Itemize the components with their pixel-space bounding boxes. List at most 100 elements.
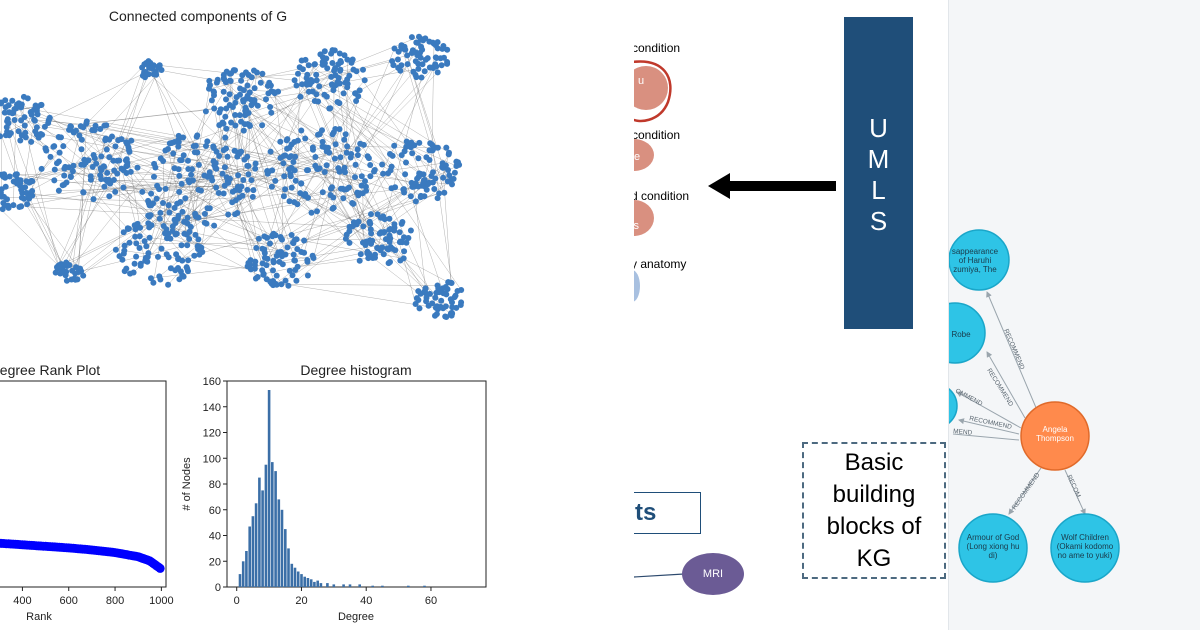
condition-node-3-text: ss — [634, 220, 640, 232]
condition-node-2-text: e — [634, 151, 640, 163]
condition-node-3 — [634, 200, 654, 236]
histogram-x-tick-label: 40 — [360, 595, 372, 607]
histogram-bar — [280, 509, 284, 588]
rank-plot-x-label: Rank — [26, 611, 52, 623]
umls-shapes-svg: u e ss — [634, 60, 836, 578]
rank-plot-x-tick-label: 800 — [106, 595, 124, 607]
histogram-bar — [407, 585, 410, 587]
histogram-x-ticks: 0 20 40 60 — [234, 587, 437, 607]
kg-building-blocks-text: Basic building blocks of KG — [826, 448, 922, 572]
histogram-bar — [271, 462, 274, 587]
histogram-bar — [342, 584, 345, 587]
network-graph — [0, 33, 465, 320]
edge-label-5: MEND — [953, 428, 973, 437]
histogram-bar — [274, 471, 277, 587]
histogram-y-tick-label: 20 — [209, 556, 221, 568]
umls-kg-panel: u e ss condition condition d condition y… — [634, 0, 948, 630]
histogram-bar — [287, 548, 290, 587]
edge-label-4: RECOMMEND — [969, 415, 1013, 431]
histogram-bar — [306, 578, 310, 587]
edge-label-1: RECOMMEND — [1002, 328, 1025, 371]
rank-plot-x-tick-label: 400 — [13, 595, 31, 607]
histogram-bar — [277, 499, 281, 587]
red-circle-annotation — [634, 60, 672, 123]
histogram-bar — [238, 574, 242, 587]
histogram-bar — [254, 503, 258, 587]
histogram-bar — [251, 516, 255, 587]
person-node-angela-thompson — [1020, 401, 1090, 471]
edge-to-robe-node — [986, 351, 1026, 419]
rank-plot-x-ticks: 400 600 800 1000 — [13, 587, 174, 607]
histogram-x-tick-label: 60 — [425, 595, 437, 607]
histogram-x-label: Degree — [338, 611, 374, 623]
histogram-y-tick-label: 0 — [215, 582, 221, 594]
edge-label-6: RECOMMEND — [1011, 471, 1042, 511]
histogram-bar — [258, 477, 261, 587]
histogram-bar — [296, 571, 300, 587]
rank-plot-frame — [0, 380, 167, 588]
histogram-y-tick-label: 100 — [203, 453, 221, 465]
edge-to-left-node-2 — [958, 418, 1020, 435]
histogram-bar — [300, 574, 303, 587]
condition-node-1-text: u — [638, 75, 644, 87]
movie-node-robe-label: Robe — [951, 330, 971, 339]
histogram-bar — [267, 390, 271, 587]
edge-to-armour-node — [1008, 467, 1042, 515]
umls-letter-s: S — [869, 206, 888, 236]
movie-node-robe — [949, 302, 986, 364]
edge-to-wolf-node — [1064, 469, 1086, 515]
histogram-bar — [358, 584, 361, 587]
histogram-y-tick-label: 40 — [209, 531, 221, 543]
sts-box: ts — [634, 492, 701, 534]
edge-label-7: RECOM... — [1065, 474, 1084, 504]
histogram-y-tick-label: 140 — [203, 402, 221, 414]
rank-plot-title: egree Rank Plot — [0, 362, 100, 378]
graph-title: Connected components of G — [109, 8, 287, 24]
network-analysis-panel: Connected components of G egree Rank Plo… — [0, 8, 487, 623]
kg-building-blocks-box: Basic building blocks of KG — [802, 442, 946, 579]
sts-label: ts — [635, 499, 657, 526]
umls-letter-l: L — [871, 175, 886, 205]
histogram-bar — [316, 580, 319, 587]
histogram-bar — [293, 567, 297, 587]
condition-node-1 — [634, 66, 668, 110]
recommendation-graph-svg: RECOMMEND RECOMMEND OMMEND RECOMMEND MEN… — [949, 229, 1120, 583]
histogram-x-tick-label: 0 — [234, 595, 240, 607]
edge-to-top-node — [986, 291, 1038, 411]
movie-node-partial — [949, 388, 958, 424]
umls-letter-m: M — [867, 144, 890, 174]
histogram-bar — [381, 585, 384, 587]
condition-label-2: condition — [634, 128, 681, 142]
histogram-bar — [348, 584, 352, 587]
histogram-bar — [423, 585, 426, 587]
histogram-bar — [290, 563, 294, 587]
arrow-head — [708, 173, 730, 199]
histogram-x-tick-label: 20 — [295, 595, 307, 607]
histogram-bar — [332, 584, 336, 587]
anatomy-node — [634, 270, 640, 302]
edge-label-3: OMMEND — [954, 388, 984, 408]
histogram-bar — [261, 490, 264, 587]
anatomy-label: y anatomy — [634, 257, 687, 271]
recommendation-graph-panel: RECOMMEND RECOMMEND OMMEND RECOMMEND MEN… — [948, 0, 1200, 630]
histogram-bar — [248, 526, 251, 587]
condition-node-2 — [634, 139, 654, 171]
histogram-bar — [245, 551, 248, 587]
histogram-bar — [371, 585, 374, 587]
rank-plot-x-tick-label: 600 — [60, 595, 78, 607]
histogram-bar — [313, 581, 316, 587]
rank-plot-points — [0, 538, 165, 573]
histogram-y-tick-label: 120 — [203, 428, 221, 440]
rank-plot-x-tick-label: 1000 — [149, 595, 173, 607]
network-analysis-svg: Connected components of G egree Rank Plo… — [0, 8, 487, 623]
histogram-bar — [303, 576, 306, 587]
edge-to-left-node-1 — [956, 391, 1022, 429]
network-nodes — [0, 33, 465, 320]
umls-box: U M L S — [844, 17, 913, 329]
histogram-bar — [326, 583, 329, 587]
edge-to-left-node-3 — [952, 433, 1020, 441]
